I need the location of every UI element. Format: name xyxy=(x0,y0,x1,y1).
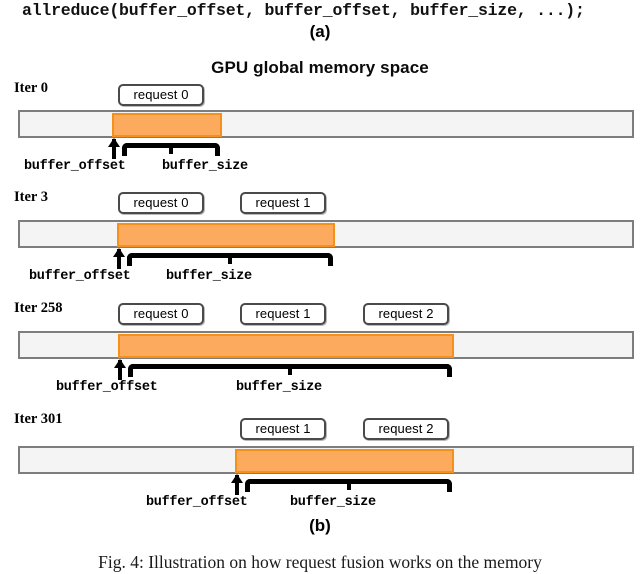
subfigure-label-a: (a) xyxy=(309,22,331,41)
brace-tick-icon xyxy=(228,253,232,264)
brace-tick-icon xyxy=(288,364,292,375)
brace-tick-icon xyxy=(169,143,173,154)
iteration-label: Iter 3 xyxy=(14,189,48,205)
buffer-offset-arrow-icon xyxy=(108,138,120,159)
memory-track xyxy=(18,446,634,474)
iteration-label: Iter 301 xyxy=(14,411,63,427)
buffer-size-label: buffer_size xyxy=(290,495,376,510)
request-tag[interactable]: request 2 xyxy=(363,418,449,440)
buffer-size-label: buffer_size xyxy=(236,380,322,395)
request-tag[interactable]: request 0 xyxy=(118,192,204,214)
buffer-offset-label: buffer_offset xyxy=(146,495,248,510)
figure-caption: Fig. 4: Illustration on how request fusi… xyxy=(98,552,542,572)
buffer-offset-label: buffer_offset xyxy=(56,380,158,395)
buffer-offset-label: buffer_offset xyxy=(24,159,126,174)
request-tag[interactable]: request 1 xyxy=(240,192,326,214)
memory-track xyxy=(18,331,634,359)
memory-track xyxy=(18,110,634,138)
iteration-label: Iter 0 xyxy=(14,80,48,96)
request-tag[interactable]: request 1 xyxy=(240,418,326,440)
buffer-offset-label: buffer_offset xyxy=(29,269,131,284)
buffer-size-brace-icon xyxy=(127,253,333,266)
subfigure-label-b: (b) xyxy=(309,516,331,535)
iteration-label: Iter 258 xyxy=(14,300,63,316)
fused-buffer-region xyxy=(112,113,222,137)
brace-tick-icon xyxy=(346,479,351,490)
code-line: allreduce(buffer_offset, buffer_offset, … xyxy=(22,1,585,20)
fused-buffer-region xyxy=(235,449,454,473)
buffer-size-brace-icon xyxy=(245,479,452,492)
buffer-size-label: buffer_size xyxy=(166,269,252,284)
request-tag[interactable]: request 1 xyxy=(240,303,326,325)
fused-buffer-region xyxy=(118,334,454,358)
request-tag[interactable]: request 2 xyxy=(363,303,449,325)
request-tag[interactable]: request 0 xyxy=(118,84,204,106)
buffer-size-brace-icon xyxy=(128,364,452,377)
request-tag[interactable]: request 0 xyxy=(118,303,204,325)
buffer-offset-arrow-icon xyxy=(114,359,126,380)
diagram-title: GPU global memory space xyxy=(211,58,429,77)
buffer-offset-arrow-icon xyxy=(113,248,125,269)
fused-buffer-region xyxy=(117,223,335,247)
buffer-size-label: buffer_size xyxy=(162,159,248,174)
memory-track xyxy=(18,220,634,248)
buffer-offset-arrow-icon xyxy=(231,474,243,495)
buffer-size-brace-icon xyxy=(122,143,220,156)
